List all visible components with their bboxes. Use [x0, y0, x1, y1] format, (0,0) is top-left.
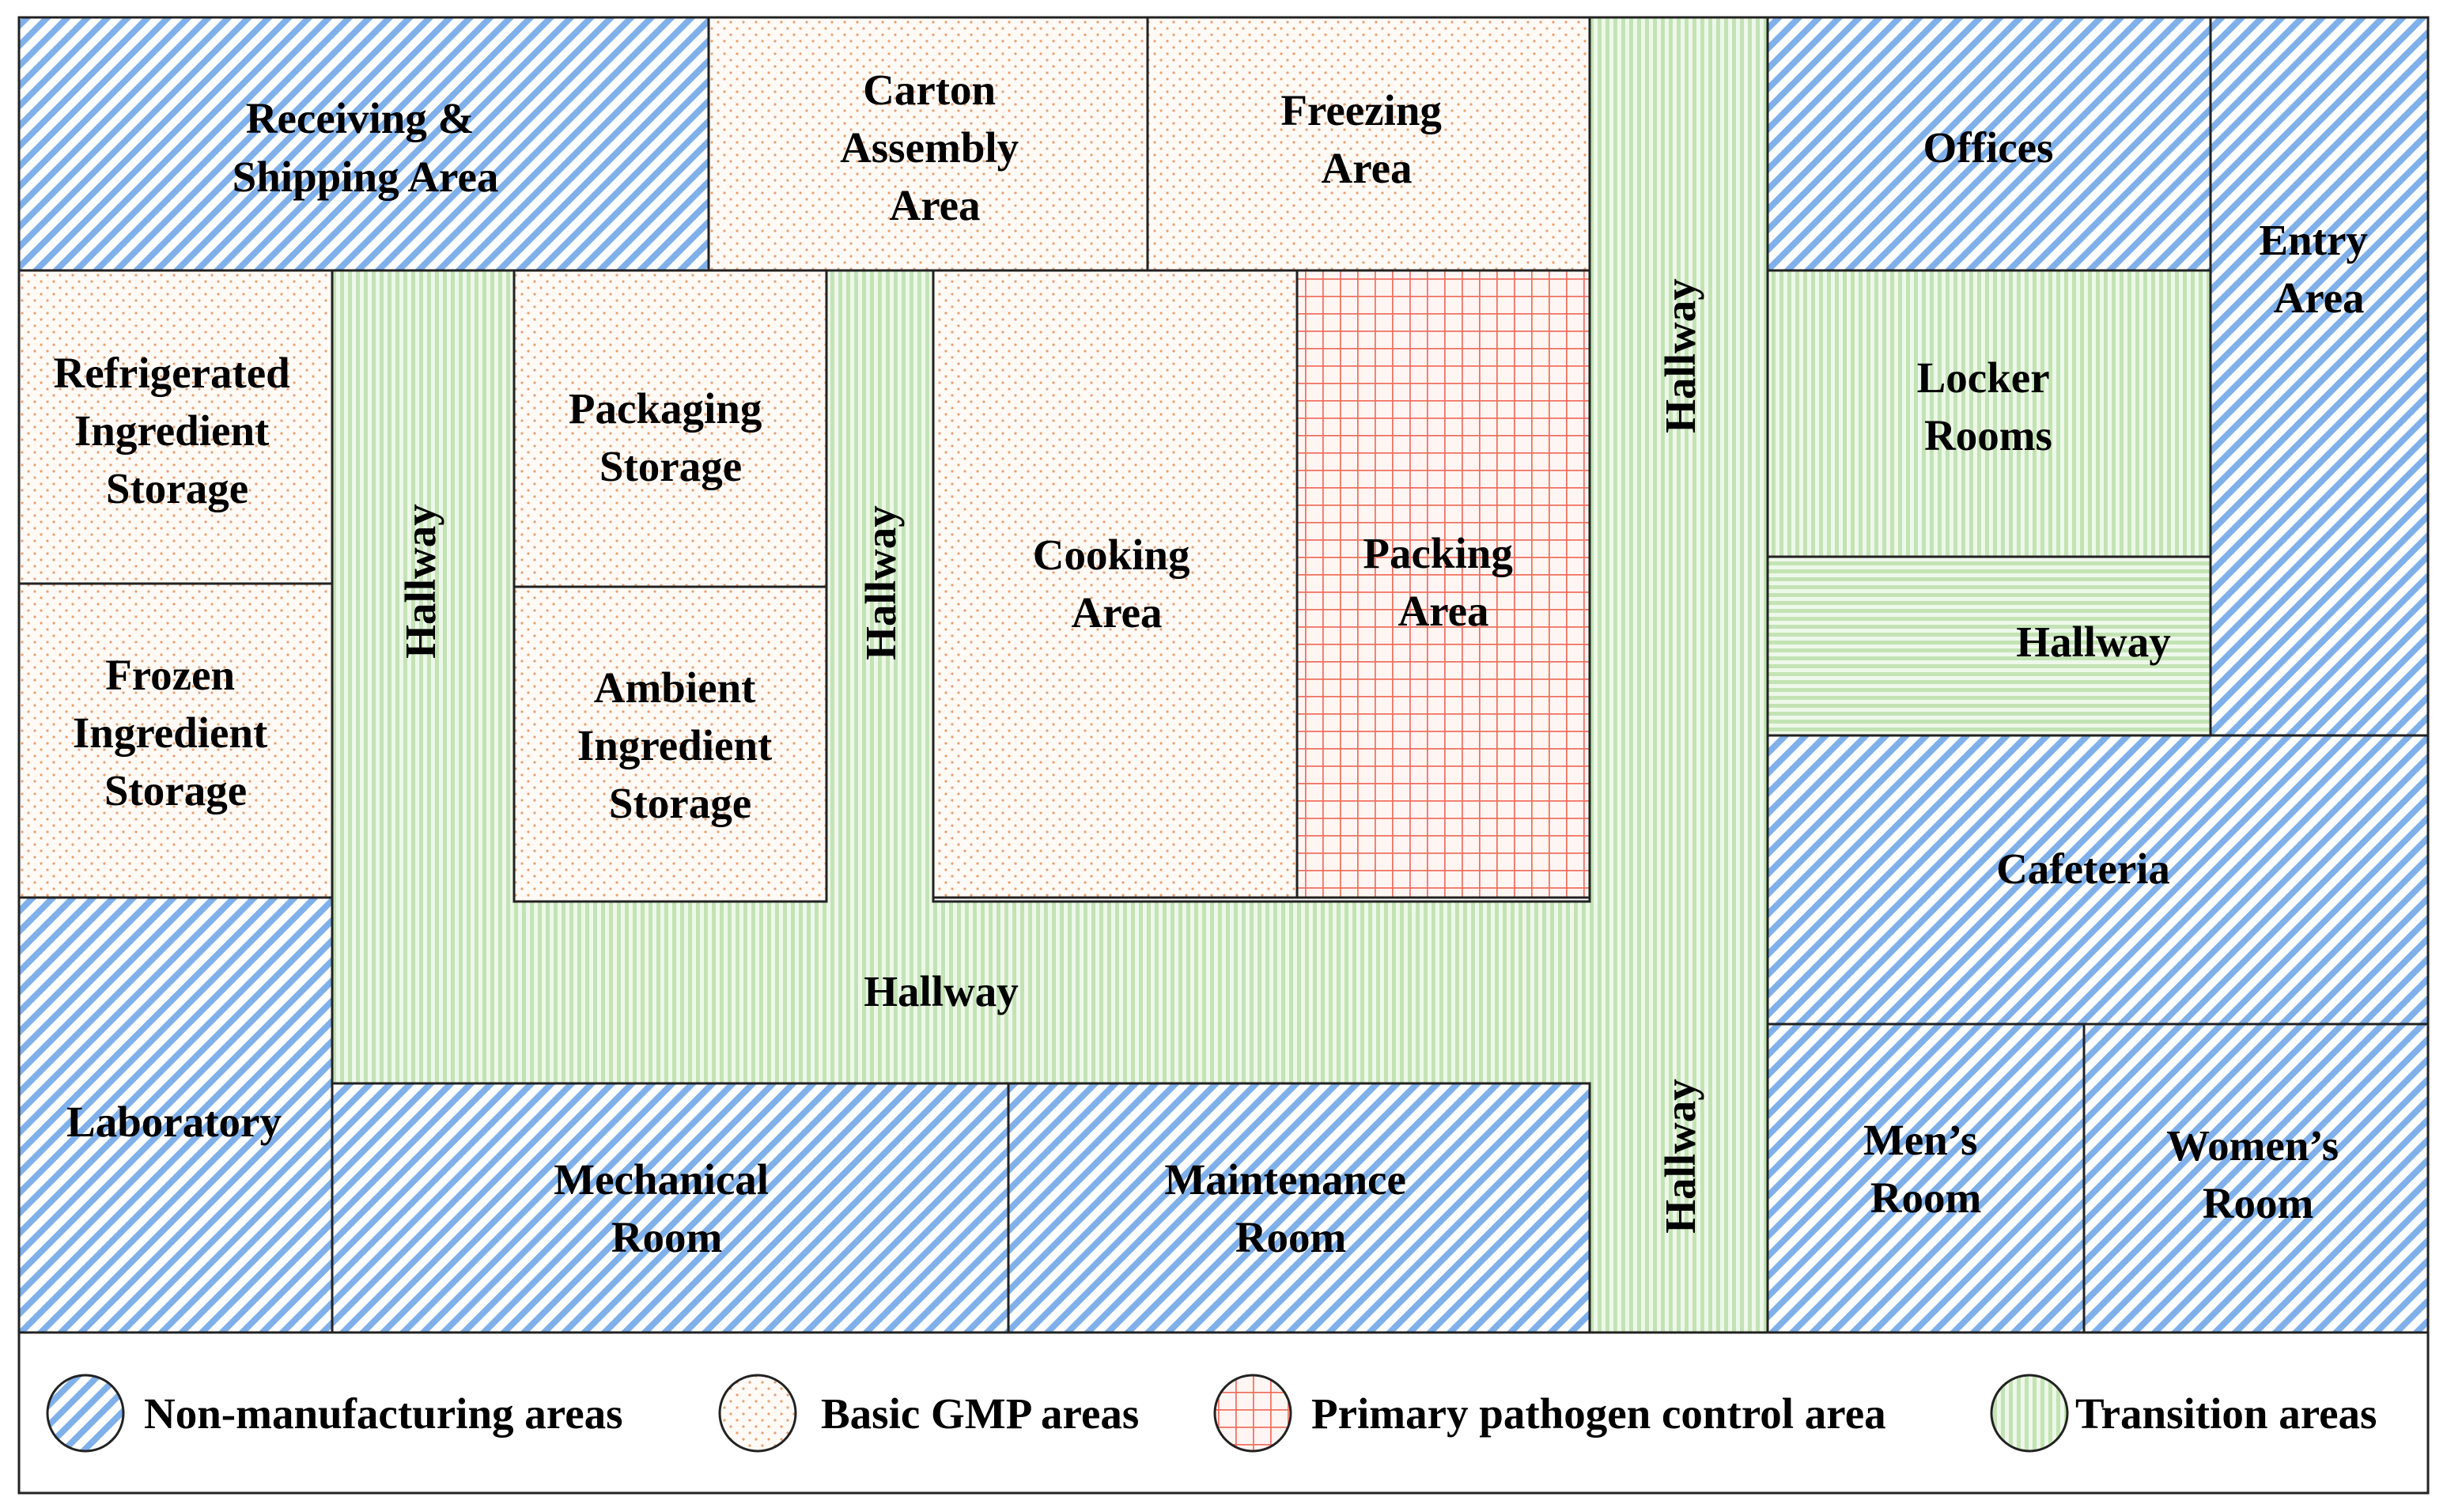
freezing-area-label: Freezing Area: [1280, 86, 1452, 192]
carton-assembly-label: Carton Assembly Area: [840, 66, 1030, 229]
packaging-storage-label: Packaging Storage: [569, 384, 773, 490]
legend-swatch-basic-gmp: [718, 1374, 797, 1453]
maintenance-room: [1007, 1082, 1591, 1334]
freezing-area: [1146, 16, 1591, 272]
mens-room-label: Men’s Room: [1863, 1116, 1988, 1222]
frozen-ingredient-storage: [17, 582, 334, 899]
womens-room-label: Women’s Room: [2166, 1121, 2350, 1227]
legend-label-transition: Transition areas: [2075, 1389, 2377, 1438]
ambient-ingredient-storage: [512, 585, 828, 903]
entry-area: [2209, 16, 2430, 737]
locker-rooms-label: Locker Rooms: [1917, 353, 2060, 459]
legend-swatch-primary-pathogen: [1213, 1374, 1292, 1453]
cafeteria-label: Cafeteria: [1996, 845, 2170, 893]
legend-swatch-non-manufacturing: [46, 1374, 125, 1453]
cooking-area-label: Cooking Area: [1033, 531, 1201, 637]
mechanical-room: [331, 1082, 1010, 1334]
hallway-label: Hallway: [864, 967, 1019, 1015]
ambient-storage-label: Ambient Ingredient Storage: [577, 663, 783, 827]
offices: [1766, 16, 2212, 272]
cooking-area: [932, 269, 1299, 899]
legend-label-non-manufacturing: Non-manufacturing areas: [144, 1389, 623, 1438]
packing-area-label: Packing Area: [1363, 529, 1523, 635]
hallway-label: Hallway: [1656, 278, 1704, 433]
carton-assembly-area: [707, 16, 1149, 272]
hallway-label: Hallway: [1656, 1079, 1704, 1234]
legend-label-primary-pathogen: Primary pathogen control area: [1311, 1389, 1886, 1438]
cafeteria: [1766, 734, 2430, 1026]
hallway-right-horizontal: [1766, 555, 2212, 737]
legend-label-basic-gmp: Basic GMP areas: [821, 1389, 1139, 1438]
entry-area-label: Entry Area: [2259, 216, 2378, 322]
legend-swatch-transition: [1990, 1374, 2069, 1453]
legend: Non-manufacturing areas Basic GMP areas …: [46, 1374, 2377, 1453]
frozen-storage-label: Frozen Ingredient Storage: [73, 651, 278, 815]
maintenance-room-label: Maintenance Room: [1164, 1155, 1416, 1261]
hallway-label: Hallway: [396, 504, 444, 659]
packaging-storage: [512, 269, 828, 588]
hallway-label: Hallway: [2016, 618, 2171, 666]
mens-room: [1766, 1022, 2086, 1334]
hallway-label: Hallway: [857, 505, 905, 660]
locker-rooms: [1766, 269, 2212, 558]
offices-label: Offices: [1923, 123, 2054, 172]
receiving-shipping-area: [17, 16, 710, 272]
womens-room: [2082, 1022, 2430, 1334]
laboratory-label: Laboratory: [66, 1098, 282, 1146]
mechanical-room-label: Mechanical Room: [554, 1155, 780, 1261]
packing-area: [1295, 269, 1591, 899]
receiving-shipping-label: Receiving & Shipping Area: [233, 94, 499, 201]
refrigerated-storage-label: Refrigerated Ingredient Storage: [53, 349, 301, 512]
